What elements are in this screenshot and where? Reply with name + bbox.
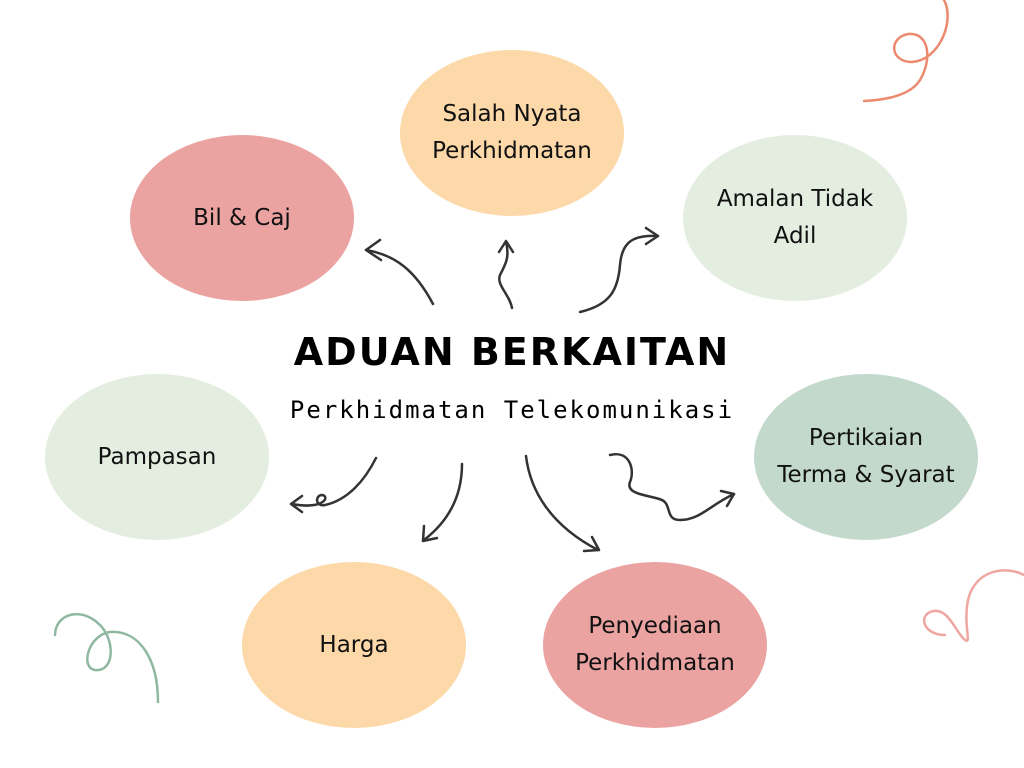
arrow-to-amalan (578, 226, 660, 314)
node-bil-caj: Bil & Caj (130, 135, 354, 301)
diagram-subtitle: Perkhidmatan Telekomunikasi (289, 396, 735, 424)
node-label: Pertikaian Terma & Syarat (777, 425, 955, 488)
node-salah-nyata: Salah Nyata Perkhidmatan (400, 50, 624, 216)
node-amalan-tidak-adil: Amalan Tidak Adil (683, 135, 907, 301)
arrow-to-pertikaian (608, 452, 736, 522)
arrow-to-harga (421, 462, 464, 543)
node-label: Penyediaan Perkhidmatan (575, 613, 735, 676)
node-label: Salah Nyata Perkhidmatan (432, 101, 592, 164)
node-penyediaan: Penyediaan Perkhidmatan (543, 562, 767, 728)
arrow-to-pampasan (289, 456, 378, 514)
arrow-to-bil-caj (364, 238, 435, 306)
node-pertikaian: Pertikaian Terma & Syarat (754, 374, 978, 540)
node-label: Harga (319, 631, 389, 658)
node-label: Amalan Tidak Adil (716, 186, 874, 249)
swirl-bottom-right-icon (922, 569, 1024, 642)
node-pampasan: Pampasan (45, 374, 269, 540)
arrow-to-penyediaan (524, 454, 601, 553)
swirl-bottom-left-icon (53, 613, 160, 704)
arrow-to-salah-nyata (497, 239, 515, 310)
node-label: Bil & Caj (193, 204, 291, 231)
node-label: Pampasan (97, 443, 217, 470)
node-harga: Harga (242, 562, 466, 728)
swirl-top-right-icon (862, 0, 949, 103)
diagram-title: ADUAN BERKAITAN (293, 330, 731, 374)
